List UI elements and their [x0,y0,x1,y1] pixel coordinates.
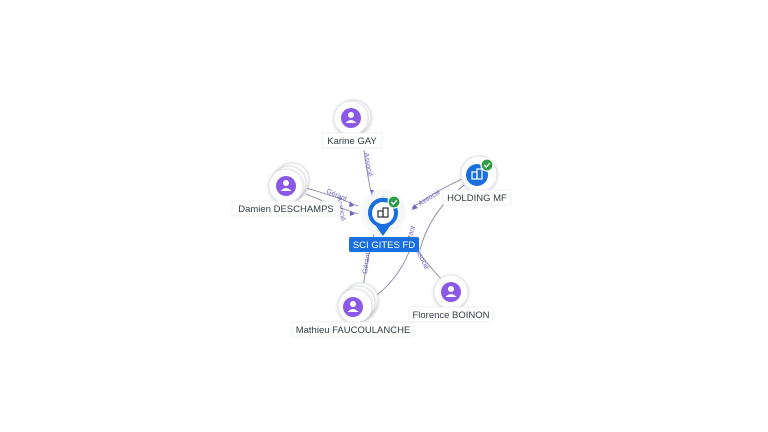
verified-check-icon [480,158,494,172]
node-label: Karine GAY [327,136,377,147]
edge-holding-curve [419,181,469,251]
edge-karine-associe[interactable]: Associé [362,149,374,197]
node-label: Mathieu FAUCOULANCHE [296,325,411,336]
edge-label: Gérant [362,252,372,274]
node-label: Damien DESCHAMPS [238,204,334,215]
node-mathieu-faucoulanche[interactable]: Mathieu FAUCOULANCHE [291,282,415,338]
edge-label: Associé [417,189,442,208]
node-damien-deschamps[interactable]: Damien DESCHAMPS [231,162,341,217]
node-label: HOLDING MF [447,193,507,204]
edge-label: Associé [335,196,346,221]
node-holding-mf[interactable]: HOLDING MF [442,155,512,206]
arrow-icon [412,204,418,210]
arrow-icon [350,211,355,216]
building-icon [377,207,389,218]
edge-label: Associé [362,152,373,177]
center-label: SCI GITES FD [353,240,415,251]
edge-mathieu-gerant-2[interactable]: Gérant [369,225,417,301]
node-karine-gay[interactable]: Karine GAY [321,99,383,149]
verified-check-icon [387,195,401,209]
node-label: Florence BOINON [412,310,489,321]
center-node-sci-gites-fd[interactable]: SCI GITES FD [349,189,419,252]
arrow-icon [349,201,354,207]
node-florence-boinon[interactable]: Florence BOINON [408,274,494,323]
